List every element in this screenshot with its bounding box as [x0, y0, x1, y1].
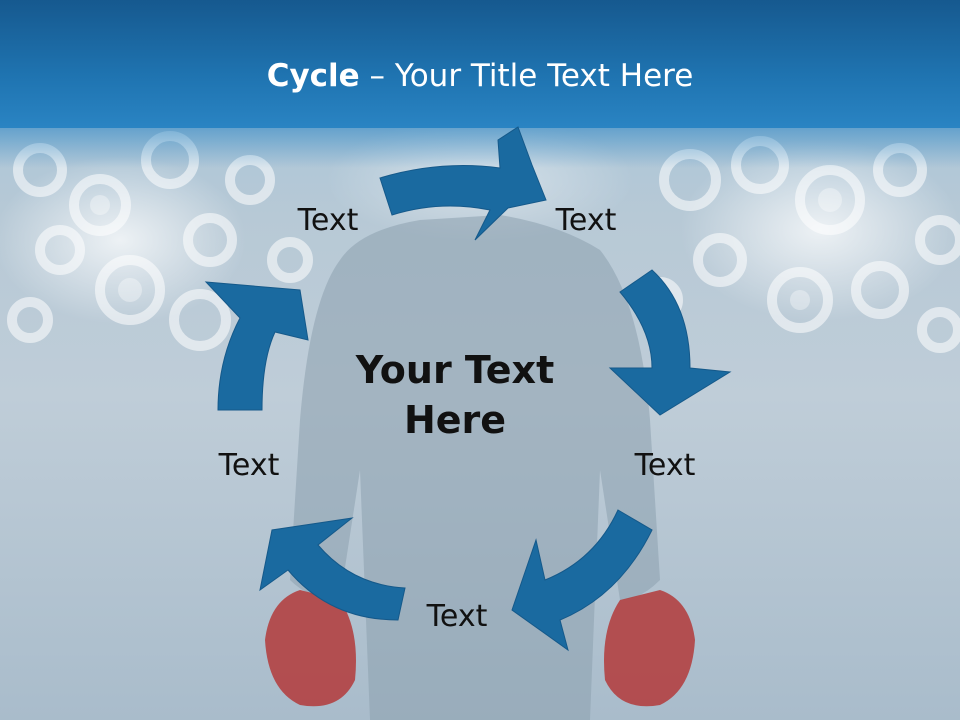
cycle-node-label: Text	[634, 448, 696, 483]
center-text-line1: Your Text	[355, 348, 555, 392]
title-rest: – Your Title Text Here	[359, 58, 694, 94]
cycle-arrow-3	[511, 509, 653, 652]
cycle-node-label: Text	[426, 599, 488, 634]
title-bar	[0, 0, 960, 128]
slide-title: Cycle – Your Title Text Here	[0, 56, 960, 96]
center-text-line2: Here	[403, 398, 507, 442]
cycle-arrow-2	[608, 269, 732, 416]
cycle-arrow-4	[259, 517, 406, 621]
cycle-arrow-5	[204, 281, 309, 411]
cycle-node-label: Text	[297, 203, 359, 238]
cycle-arrow-1	[379, 126, 547, 241]
cycle-node-label: Text	[218, 448, 280, 483]
cycle-node-label: Text	[555, 203, 617, 238]
title-bold: Cycle	[266, 58, 360, 94]
title-bar-fade	[0, 128, 960, 168]
center-text: Your Text Here	[315, 345, 595, 445]
